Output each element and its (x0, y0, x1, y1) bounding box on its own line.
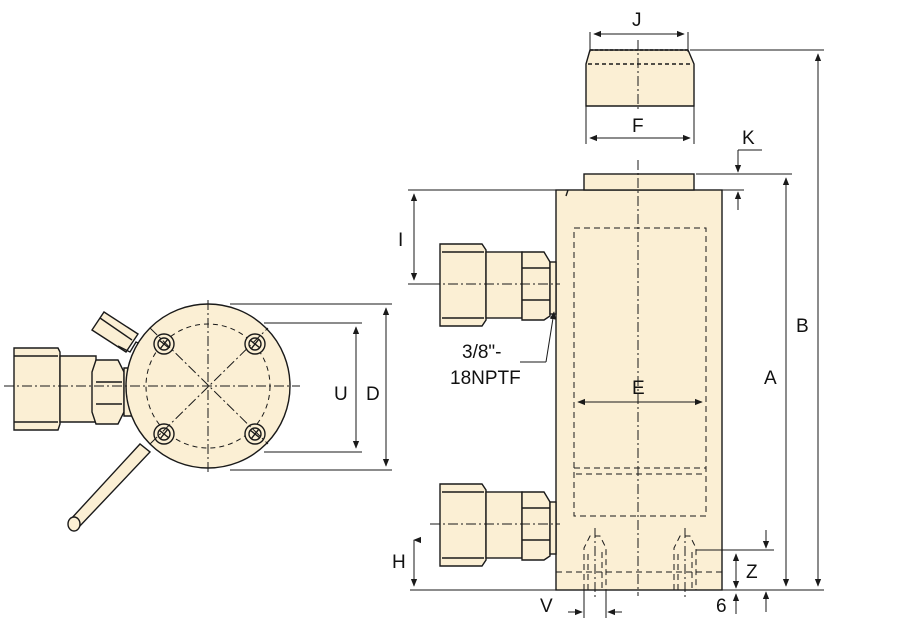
cylinder-hidden-lines (556, 227, 722, 590)
bolt-tr (244, 333, 266, 355)
dim-B (690, 49, 824, 587)
angled-fitting (91, 311, 139, 353)
dim-I (408, 189, 558, 285)
label-V: V (540, 596, 553, 617)
handle-rod (69, 443, 152, 530)
label-B: B (796, 316, 809, 337)
thread-label-line2: 18NPTF (450, 368, 521, 389)
label-D: D (366, 384, 380, 405)
dim-F (585, 106, 695, 144)
dim-A (722, 177, 824, 591)
coupler-left-top-view (13, 347, 61, 431)
dim-K (696, 149, 792, 210)
dim-lines-U-D (230, 303, 392, 471)
hex-nut-top-view (91, 359, 125, 425)
upper-coupler (439, 243, 557, 327)
label-H: H (392, 552, 406, 573)
bolt-bl (153, 423, 175, 445)
fitting-body-top-view (59, 355, 97, 423)
top-view-centerlines (4, 300, 300, 472)
lower-coupler (439, 483, 557, 567)
cylinder-body (555, 173, 723, 591)
label-I: I (398, 230, 403, 251)
dim-V (568, 590, 622, 618)
label-U: U (334, 384, 348, 405)
port-centerlines (430, 283, 560, 525)
label-A: A (764, 368, 777, 389)
label-J: J (632, 10, 642, 31)
cylinder-centerlines (594, 160, 686, 600)
label-F: F (632, 116, 644, 137)
top-view (13, 303, 291, 532)
label-6: 6 (716, 596, 727, 617)
thread-leader (520, 311, 557, 363)
saddle (585, 49, 695, 107)
thread-label-line1: 3/8"- (462, 342, 501, 363)
label-Z: Z (746, 562, 758, 583)
dim-J (589, 30, 689, 52)
label-K: K (742, 128, 755, 149)
dim-H (410, 540, 556, 591)
bolt-br (244, 423, 266, 445)
label-E: E (632, 378, 645, 399)
bolt-tl (153, 333, 175, 355)
